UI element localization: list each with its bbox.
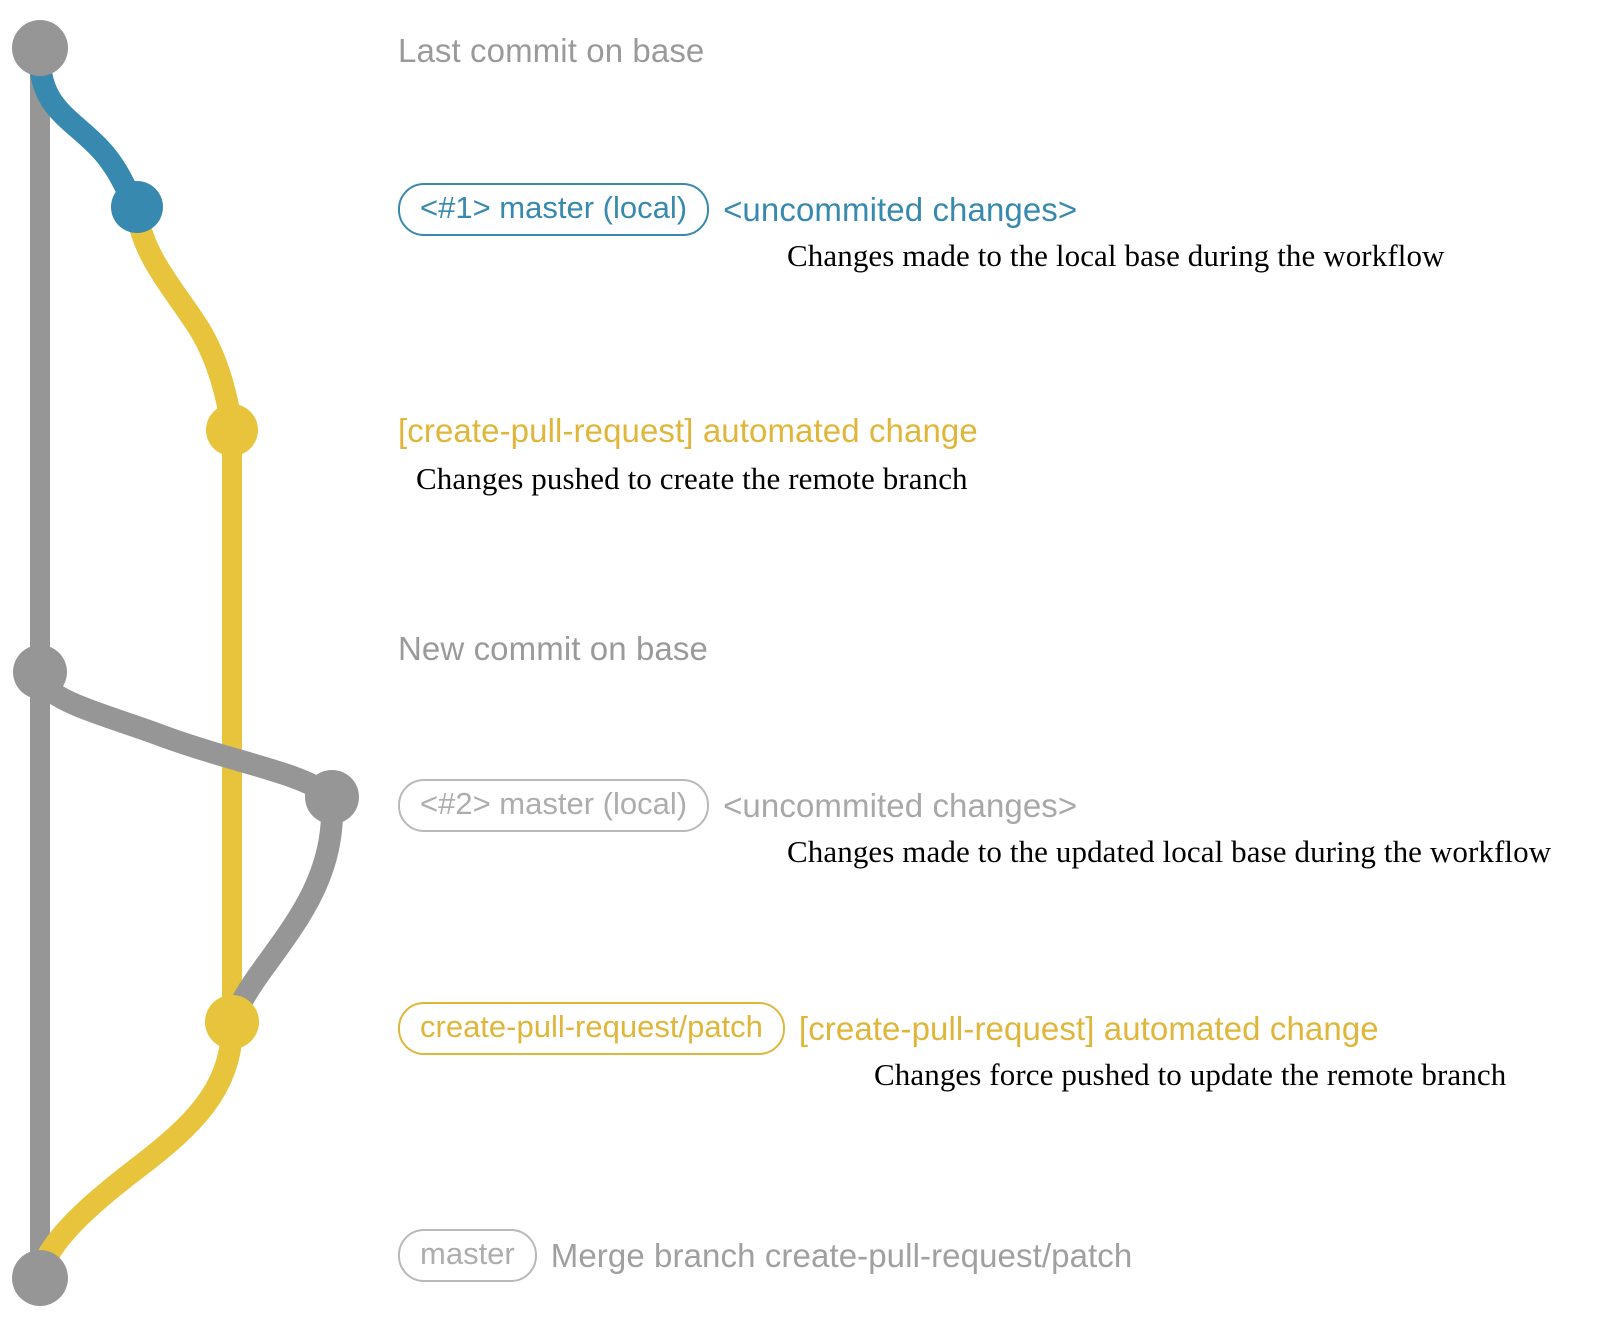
edge-base-new-to-local-2 [29, 671, 343, 808]
commit-description-automated-change-2: Changes force pushed to update the remot… [874, 1057, 1507, 1092]
commit-label-new-commit-on-base: New commit on base [398, 630, 708, 667]
branch-badge-master[interactable]: master [398, 1229, 537, 1282]
branch-badge-create-pull-request-patch[interactable]: create-pull-request/patch [398, 1002, 785, 1055]
commit-node-patch-1[interactable] [206, 404, 258, 456]
branch-badge-master-local-2[interactable]: <#2> master (local) [398, 779, 710, 832]
edge-patch-2-to-merge [29, 1019, 243, 1283]
edge-base-to-local-1 [29, 47, 148, 218]
row-merge-commit: master Merge branch create-pull-request/… [398, 1229, 1132, 1282]
commit-message-master-local-1: <uncommited changes> [723, 190, 1078, 228]
row-automated-change-2: create-pull-request/patch [create-pull-r… [398, 1002, 1379, 1055]
commit-graph [12, 20, 359, 1306]
row-new-commit-on-base: New commit on base [398, 630, 708, 668]
commit-node-local-2[interactable] [305, 770, 359, 824]
commit-description-master-local-1: Changes made to the local base during th… [787, 238, 1445, 273]
edge-local-2-to-patch-2 [221, 795, 344, 1033]
commit-label-last-commit-on-base: Last commit on base [398, 32, 705, 69]
commit-node-patch-2[interactable] [205, 995, 259, 1049]
row-automated-change-1: [create-pull-request] automated change [398, 412, 978, 450]
commit-node-merge-base[interactable] [12, 1250, 68, 1306]
row-last-commit-on-base: Last commit on base [398, 32, 704, 70]
row-master-local-1: <#1> master (local) <uncommited changes> [398, 183, 1077, 236]
commit-node-base-head[interactable] [12, 20, 68, 76]
branch-badge-master-local-1[interactable]: <#1> master (local) [398, 183, 710, 236]
row-master-local-2: <#2> master (local) <uncommited changes> [398, 779, 1077, 832]
commit-description-automated-change-1: Changes pushed to create the remote bran… [416, 461, 968, 496]
commit-description-master-local-2: Changes made to the updated local base d… [787, 834, 1552, 869]
commit-message-automated-change-2: [create-pull-request] automated change [798, 1009, 1379, 1047]
commit-message-automated-change-1: [create-pull-request] automated change [398, 412, 978, 449]
commit-node-local-1[interactable] [111, 181, 163, 233]
edge-local-1-to-patch-1 [126, 203, 243, 441]
commit-node-base-new[interactable] [13, 645, 67, 699]
commit-message-master-local-2: <uncommited changes> [723, 786, 1078, 824]
commit-message-merge: Merge branch create-pull-request/patch [550, 1236, 1133, 1274]
